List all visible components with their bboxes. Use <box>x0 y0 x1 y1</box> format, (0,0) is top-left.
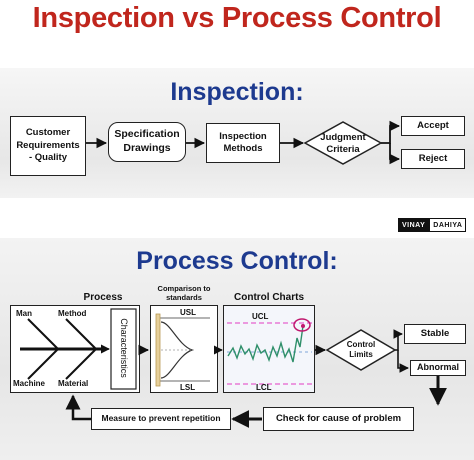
judgment-criteria-label: Judgment Criteria <box>320 132 366 155</box>
specification-drawings-box: Specification Drawings <box>108 122 186 162</box>
bone-man <box>27 318 59 350</box>
arrow-to-abnormal <box>397 350 409 373</box>
characteristics-label: Characteristics <box>119 318 129 378</box>
control-limits-label: Control Limits <box>346 340 376 359</box>
inspection-heading: Inspection: <box>170 78 304 106</box>
lsl-label: LSL <box>180 383 196 392</box>
reject-box: Reject <box>401 149 465 169</box>
main-title: Inspection vs Process Control <box>32 2 442 34</box>
out-of-control-dot <box>301 324 305 328</box>
measure-prevent-box: Measure to prevent repetition <box>91 408 231 430</box>
inspection-methods-box: Inspection Methods <box>206 123 280 163</box>
ucl-label: UCL <box>252 312 269 321</box>
arrow-to-accept <box>381 120 401 144</box>
logo-part-2: DAHIYA <box>429 218 467 232</box>
brand-logo: VINAY DAHIYA <box>398 218 467 232</box>
arrow-to-reject <box>389 143 401 165</box>
characteristics-box <box>110 308 137 390</box>
arrow-measure-to-process <box>65 394 91 421</box>
stable-box: Stable <box>404 324 466 344</box>
customer-requirements-box: Customer Requirements - Quality <box>10 116 86 176</box>
control-chart-series <box>227 325 304 363</box>
process-label: Process <box>83 292 123 303</box>
lcl-label: LCL <box>256 383 272 392</box>
logo-part-1: VINAY <box>398 218 430 232</box>
bone-material <box>65 348 97 380</box>
arrow-to-stable <box>393 329 403 351</box>
fishbone-machine-label: Machine <box>13 379 46 388</box>
check-cause-box: Check for cause of problem <box>263 407 414 431</box>
accept-box: Accept <box>401 116 465 136</box>
usl-label: USL <box>180 308 196 317</box>
spec-tolerance-band <box>155 313 161 387</box>
bone-machine <box>27 348 59 380</box>
control-charts-label: Control Charts <box>234 292 304 303</box>
fishbone-man-label: Man <box>16 309 32 318</box>
process-control-heading: Process Control: <box>136 247 338 275</box>
fishbone-material-label: Material <box>58 379 89 388</box>
out-of-control-point <box>293 318 311 332</box>
distribution-curve <box>160 321 194 379</box>
comparison-label: Comparison to standards <box>157 284 211 302</box>
fishbone-method-label: Method <box>58 309 87 318</box>
bone-method <box>65 318 97 350</box>
abnormal-box: Abnormal <box>410 360 466 376</box>
